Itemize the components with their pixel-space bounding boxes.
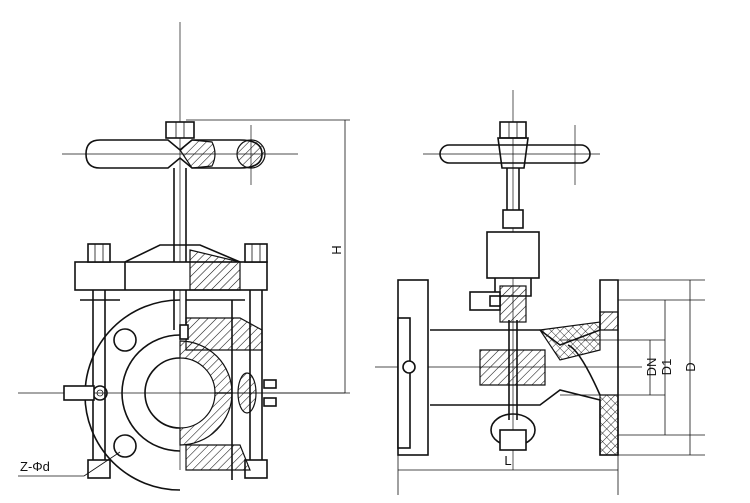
body-front-left-half bbox=[63, 299, 181, 491]
body-front-right-half bbox=[179, 299, 277, 480]
length-dimension: L bbox=[397, 453, 619, 495]
dn-label: DN bbox=[644, 358, 659, 377]
bolt-hole-label: Z-Φd bbox=[20, 459, 50, 474]
height-label: H bbox=[329, 245, 344, 254]
body-side bbox=[397, 279, 619, 456]
handwheel-front bbox=[85, 121, 266, 169]
d-label: D bbox=[683, 362, 698, 371]
bolt-hole-callout: Z-Φd bbox=[18, 451, 121, 477]
bonnet-side bbox=[469, 231, 540, 323]
length-label: L bbox=[504, 453, 511, 468]
handwheel-side bbox=[439, 121, 591, 169]
bonnet-front bbox=[74, 244, 268, 291]
stem-front bbox=[173, 168, 187, 330]
diameter-dimensions: DN D1 D bbox=[560, 279, 705, 456]
height-dimension: H bbox=[180, 119, 350, 394]
d1-label: D1 bbox=[659, 359, 674, 376]
front-view: Z-Φd H bbox=[18, 22, 350, 491]
side-view: DN D1 D L bbox=[375, 90, 705, 495]
